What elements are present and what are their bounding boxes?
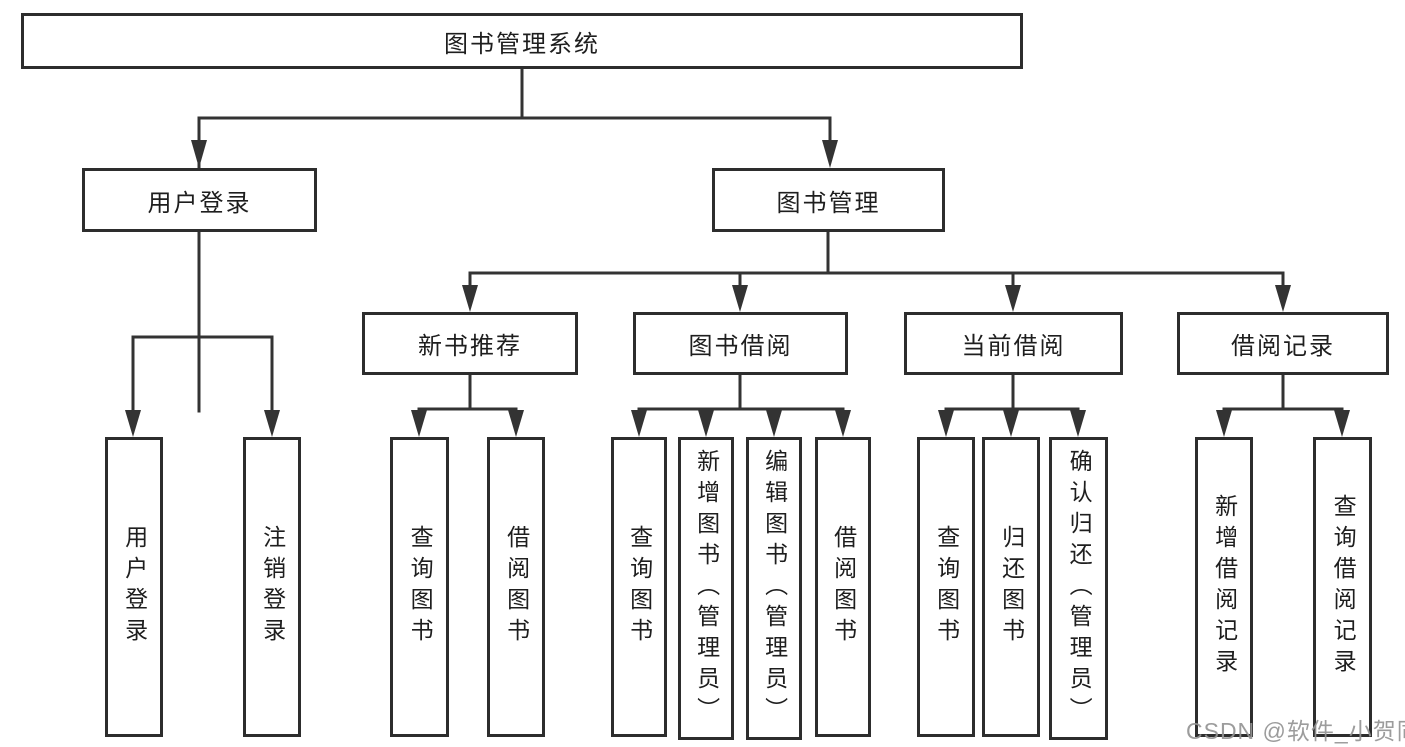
node-label: 图书管理系统	[444, 30, 600, 58]
node-leaf-br-query-record: 查询借阅记录	[1313, 437, 1372, 737]
node-label: 新增图书（管理员）	[693, 449, 720, 728]
node-user-login-module: 用户登录	[82, 168, 317, 232]
connector-user-login-to-leaves	[125, 335, 280, 437]
arrowhead-cb-return-book	[1003, 410, 1019, 437]
arrowhead-bb-add-book	[698, 410, 714, 437]
node-label: 新书推荐	[418, 333, 522, 360]
node-label: 编辑图书（管理员）	[761, 449, 788, 728]
arrowhead-new-book-recommend	[462, 285, 478, 312]
connector-book-management-to-level3	[462, 230, 1291, 312]
node-leaf-br-add-record: 新增借阅记录	[1195, 437, 1253, 737]
arrowhead-bb-edit-book	[766, 410, 782, 437]
node-label: 归还图书	[998, 525, 1025, 649]
node-label: 图书借阅	[688, 333, 793, 360]
node-leaf-cb-query-book: 查询图书	[917, 437, 975, 737]
node-borrow-records: 借阅记录	[1177, 312, 1389, 375]
node-book-management-module: 图书管理	[712, 168, 945, 232]
node-label: 新增借阅记录	[1211, 494, 1238, 680]
arrowhead-borrow-records	[1275, 285, 1291, 312]
connector-current-borrow-to-leaves	[938, 373, 1086, 437]
node-leaf-bb-query-book: 查询图书	[611, 437, 667, 737]
node-library-management-system: 图书管理系统	[21, 13, 1023, 69]
arrowhead-logout	[264, 410, 280, 437]
node-label: 借阅图书	[503, 525, 530, 649]
arrowhead-rec-borrow-book	[508, 410, 524, 437]
node-leaf-rec-borrow-book: 借阅图书	[487, 437, 545, 737]
node-leaf-logout: 注销登录	[243, 437, 301, 737]
node-label: 查询图书	[933, 525, 960, 649]
node-label: 确认归还（管理员）	[1066, 449, 1093, 728]
arrowhead-book-management	[822, 140, 838, 168]
node-leaf-bb-borrow-book: 借阅图书	[815, 437, 871, 737]
node-book-borrow: 图书借阅	[633, 312, 848, 375]
node-label: 用户登录	[121, 525, 148, 649]
node-label: 借阅图书	[830, 525, 857, 649]
csdn-watermark: CSDN @软件_小贺同学	[1186, 718, 1405, 744]
connector-book-borrow-to-leaves	[631, 373, 851, 437]
arrowhead-current-borrow	[1005, 285, 1021, 312]
node-new-book-recommend: 新书推荐	[362, 312, 578, 375]
arrowhead-user-login	[191, 140, 207, 168]
node-label: 用户登录	[147, 189, 252, 217]
node-leaf-user-login: 用户登录	[105, 437, 163, 737]
arrowhead-cb-query-book	[938, 410, 954, 437]
node-leaf-cb-confirm-return: 确认归还（管理员）	[1049, 437, 1108, 740]
node-label: 查询图书	[626, 525, 653, 649]
node-label: 注销登录	[259, 525, 286, 649]
arrowhead-cb-confirm-return	[1070, 410, 1086, 437]
arrowhead-rec-query-book	[411, 410, 427, 437]
connector-borrow-records-to-leaves	[1216, 373, 1350, 437]
node-leaf-cb-return-book: 归还图书	[982, 437, 1040, 737]
node-label: 借阅记录	[1231, 333, 1335, 360]
arrowhead-br-add-record	[1216, 410, 1232, 437]
node-leaf-bb-add-book: 新增图书（管理员）	[678, 437, 734, 740]
arrowhead-bb-borrow-book	[835, 410, 851, 437]
node-label: 查询图书	[407, 525, 434, 649]
node-label: 查询借阅记录	[1330, 494, 1357, 680]
node-label: 当前借阅	[961, 333, 1066, 360]
node-current-borrow: 当前借阅	[904, 312, 1123, 375]
arrowhead-login	[125, 410, 141, 437]
arrowhead-book-borrow	[732, 285, 748, 312]
connector-root-to-level2	[191, 67, 838, 413]
connector-new-book-recommend-to-leaves	[411, 373, 524, 437]
node-label: 图书管理	[776, 189, 881, 217]
node-leaf-bb-edit-book: 编辑图书（管理员）	[746, 437, 802, 740]
node-leaf-rec-query-book: 查询图书	[390, 437, 449, 737]
arrowhead-br-query-record	[1334, 410, 1350, 437]
arrowhead-bb-query-book	[631, 410, 647, 437]
